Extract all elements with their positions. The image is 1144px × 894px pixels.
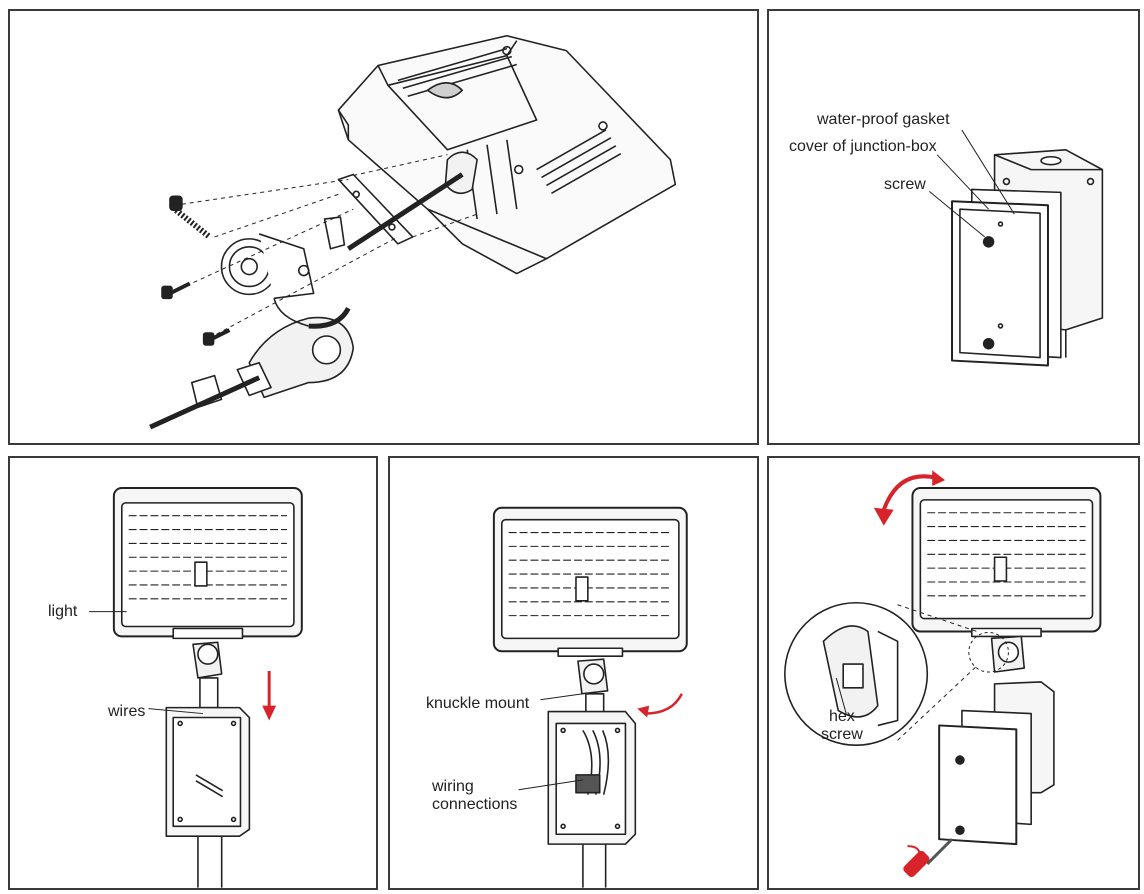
label-water-proof-gasket: water-proof gasket: [817, 111, 950, 128]
panel-wiring-connections: knuckle mount wiring connections: [388, 456, 759, 890]
label-wiring-connections: wiring connections: [432, 778, 518, 813]
tilt-arrow-icon: [873, 470, 946, 526]
label-knuckle-mount: knuckle mount: [426, 695, 530, 712]
leader-knuckle: [540, 693, 583, 701]
junction-box-drawing: [928, 129, 1104, 367]
panel-adjust-hex-screw: hex screw: [767, 456, 1140, 890]
leader-cover: [936, 154, 989, 210]
label-cover-of-junction-box: cover of junction-box: [789, 138, 937, 155]
label-wires: wires: [108, 703, 146, 720]
leader-screw: [928, 191, 985, 238]
panel-mount-light: light wires: [8, 456, 378, 890]
panel-exploded-assembly: [8, 9, 759, 445]
leader-gasket: [961, 129, 1015, 215]
rotate-arrow-icon: [637, 693, 683, 718]
exploded-assembly-drawing: [149, 34, 677, 430]
leader-wires: [148, 708, 203, 715]
screwdriver-icon: [903, 838, 954, 877]
leader-hex-screw: [835, 677, 847, 714]
label-screw: screw: [884, 176, 926, 193]
leader-wiring: [518, 779, 583, 791]
wiring-connections-drawing: [492, 506, 688, 888]
adjust-hex-screw-drawing: [784, 470, 1102, 877]
label-hex-screw: hex screw: [821, 708, 863, 743]
label-light: light: [48, 603, 78, 620]
down-arrow-icon: [262, 671, 277, 721]
mount-light-drawing: [89, 487, 303, 888]
panel-junction-box-cover: water-proof gasket cover of junction-box…: [767, 9, 1140, 445]
